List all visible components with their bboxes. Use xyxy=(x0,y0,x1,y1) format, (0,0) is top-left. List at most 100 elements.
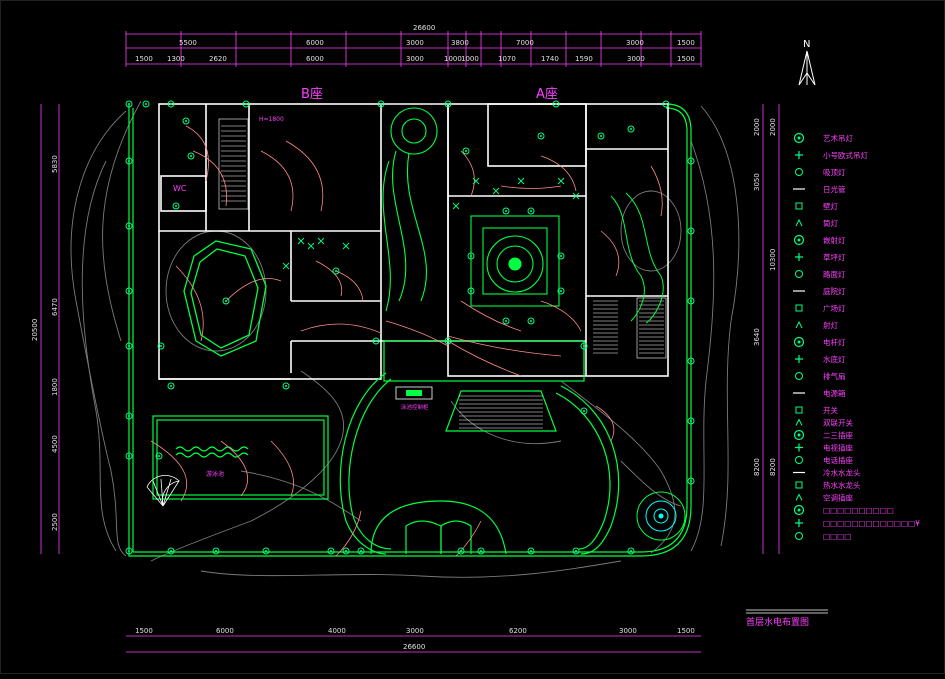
lamp-marker xyxy=(627,125,635,133)
lamp-dot xyxy=(540,135,542,137)
dim-top1-5: 3000 xyxy=(626,39,644,47)
lamp-dot xyxy=(185,120,187,122)
dim-top2-1: 1300 xyxy=(167,55,185,63)
note-line-icon xyxy=(793,504,805,516)
wc-label: WC xyxy=(173,184,187,193)
spotlight-marker xyxy=(472,177,480,185)
legend-label: 空调插座 xyxy=(823,493,853,503)
socket-tv-icon xyxy=(795,443,803,452)
lamp-marker xyxy=(502,207,510,215)
lamp-dot xyxy=(630,128,632,130)
lamp-dot xyxy=(335,270,337,272)
lamp-marker xyxy=(182,117,190,125)
lamp-marker xyxy=(462,147,470,155)
dim-top1-6: 1500 xyxy=(677,39,695,47)
legend-label: 庭院灯 xyxy=(823,286,846,296)
dim-bottom-0: 1500 xyxy=(135,627,153,635)
wall-lamp-icon xyxy=(795,202,803,210)
dim-bottom-4: 6200 xyxy=(509,627,527,635)
lamp-marker xyxy=(187,152,195,160)
lamp-marker xyxy=(687,227,695,235)
dual-switch-icon xyxy=(795,418,803,426)
lamp-dot xyxy=(600,135,602,137)
fountain xyxy=(636,491,686,541)
lamp-dot xyxy=(128,550,130,552)
lamp-dot xyxy=(465,150,467,152)
lamp-dot xyxy=(690,230,692,232)
spotlight-marker xyxy=(307,242,315,250)
dim-right-a-3: 8200 xyxy=(753,458,761,476)
control-box xyxy=(395,386,433,400)
lamp-dot xyxy=(380,103,382,105)
lamp-marker xyxy=(597,132,605,140)
block-b-label: B座 xyxy=(301,87,323,102)
legend-label: 小号欧式吊灯 xyxy=(823,150,868,160)
dim-top2-6: 1000 xyxy=(461,55,479,63)
lamp-marker xyxy=(167,547,175,555)
dim-right-b-1: 10300 xyxy=(769,249,777,271)
legend-label: □□□□□□□□□□□□□¥ xyxy=(823,519,920,528)
legend-label: 开关 xyxy=(823,405,838,415)
dim-left-total: 20500 xyxy=(31,319,39,341)
lamp-dot xyxy=(170,385,172,387)
ac-socket-icon xyxy=(795,493,803,501)
spotlight-marker xyxy=(492,187,500,195)
lamp-marker xyxy=(580,342,588,350)
compass-label: N xyxy=(803,39,810,50)
legend-label: 吸顶灯 xyxy=(823,167,846,177)
spotlight-marker xyxy=(557,177,565,185)
dim-top2-4: 3000 xyxy=(406,55,424,63)
lamp-dot xyxy=(665,103,667,105)
lamp-dot xyxy=(690,300,692,302)
lamp-marker xyxy=(332,267,340,275)
underwater-lamp-icon xyxy=(795,355,803,363)
lamp-marker xyxy=(687,417,695,425)
lamp-dot xyxy=(128,290,130,292)
legend-label: 电视插座 xyxy=(823,443,853,453)
spotlight-marker xyxy=(282,262,290,270)
lamp-dot xyxy=(480,550,482,552)
dim-top2-5: 1000 xyxy=(444,55,462,63)
legend-label: 电话插座 xyxy=(823,455,853,465)
lamp-marker xyxy=(467,287,475,295)
legend-label: 电源箱 xyxy=(823,388,846,398)
lamp-marker xyxy=(157,342,165,350)
lamp-marker xyxy=(167,100,175,108)
legend-label: 电杆灯 xyxy=(823,337,846,347)
lamp-dot xyxy=(470,255,472,257)
lamp-marker xyxy=(627,547,635,555)
small-chandelier-icon xyxy=(795,151,803,159)
lamp-marker xyxy=(527,317,535,325)
lamp-marker xyxy=(125,222,133,230)
lamp-marker xyxy=(327,547,335,555)
lamp-dot xyxy=(530,320,532,322)
lamp-dot xyxy=(460,550,462,552)
control-box-fill xyxy=(406,390,422,396)
spotlight-marker xyxy=(342,242,350,250)
legend-label: 二三插座 xyxy=(823,430,853,440)
spot-lamp-icon xyxy=(795,218,803,227)
lamp-dot xyxy=(560,255,562,257)
dim-bottom-1: 6000 xyxy=(216,627,234,635)
dim-top1-2: 3000 xyxy=(406,39,424,47)
legend-label: □□□□ xyxy=(823,532,851,541)
lamp-dot xyxy=(170,103,172,105)
courtyard xyxy=(339,340,620,555)
top-dimensions xyxy=(125,31,702,67)
title-underline xyxy=(746,609,828,614)
chandelier-icon xyxy=(793,132,805,144)
exhaust-fan-icon xyxy=(795,372,803,380)
site-boundary xyxy=(128,103,692,557)
lamp-dot xyxy=(530,550,532,552)
drawing-title: 首层水电布置图 xyxy=(746,616,809,628)
dim-left-0: 5830 xyxy=(51,155,59,173)
legend-label: 草坪灯 xyxy=(823,252,846,262)
lamp-dot xyxy=(630,550,632,552)
wiring xyxy=(150,125,663,557)
curved-stair xyxy=(610,192,664,324)
lamp-marker xyxy=(212,547,220,555)
staircase-b xyxy=(218,118,249,210)
spotlight-marker xyxy=(517,177,525,185)
lamp-dot xyxy=(583,410,585,412)
